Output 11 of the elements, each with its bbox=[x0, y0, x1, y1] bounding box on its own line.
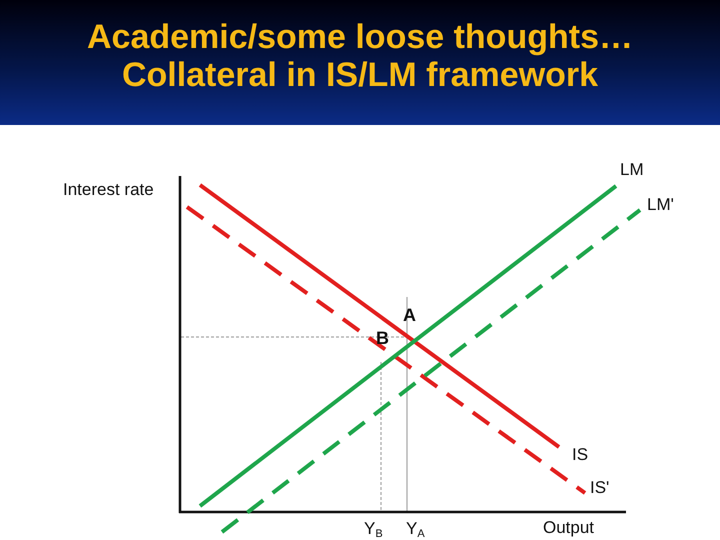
point-label: B bbox=[376, 329, 389, 347]
axis-label: Output bbox=[543, 519, 594, 536]
curve-label: LM bbox=[620, 161, 644, 178]
curve-label: LM' bbox=[647, 196, 674, 213]
tick-label: Y$_{A}$ bbox=[406, 520, 425, 537]
slide-title: Academic/some loose thoughts… Collateral in IS/LM framework bbox=[86, 18, 634, 94]
curve-label: IS bbox=[572, 446, 588, 463]
curve-label: IS' bbox=[590, 479, 610, 496]
point-label: A bbox=[403, 306, 416, 324]
tick-label: Y$_{B}$ bbox=[364, 520, 383, 537]
axis-label: Interest rate bbox=[63, 181, 154, 198]
